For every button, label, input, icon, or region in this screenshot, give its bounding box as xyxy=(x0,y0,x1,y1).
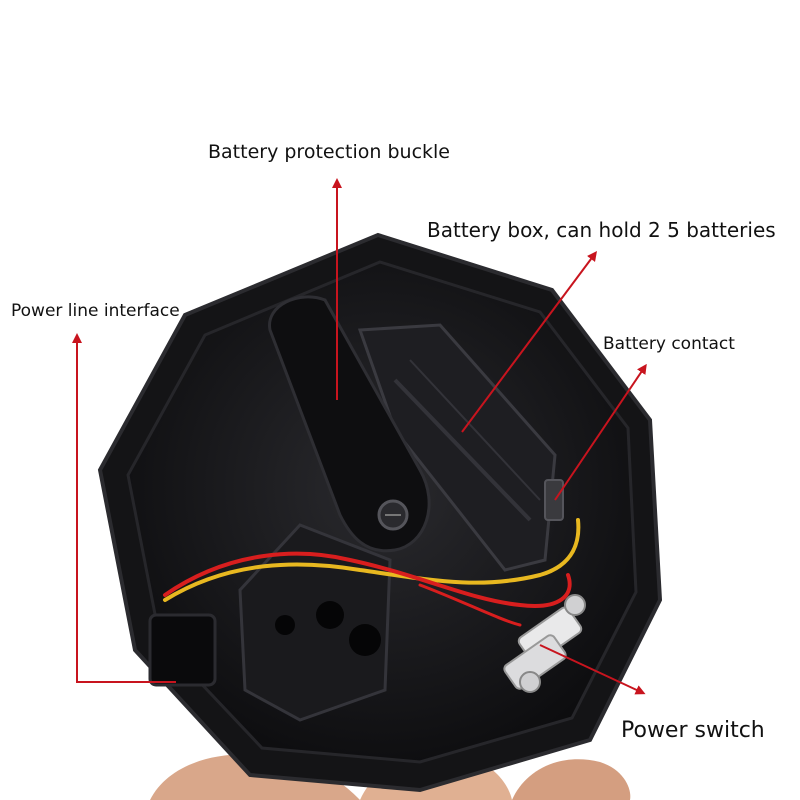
battery-contact xyxy=(544,479,564,521)
motor-bracket xyxy=(238,523,392,722)
label-battery-box: Battery box, can hold 2 5 batteries xyxy=(427,218,776,242)
label-power-line-interface: Power line interface xyxy=(11,301,180,321)
wires xyxy=(163,518,581,627)
arrow-power-line-interface xyxy=(72,333,176,683)
label-battery-contact: Battery contact xyxy=(603,334,735,354)
power-line-socket xyxy=(148,613,217,687)
power-switch xyxy=(503,594,586,693)
arrow-battery-contact xyxy=(554,363,647,501)
battery-protection-buckle xyxy=(268,295,431,553)
annotation-arrows xyxy=(72,178,647,695)
battery-box xyxy=(357,323,557,572)
label-battery-protection-buckle: Battery protection buckle xyxy=(208,141,450,163)
arrow-battery-box xyxy=(461,250,597,433)
arrow-power-switch xyxy=(539,644,646,695)
label-power-switch: Power switch xyxy=(621,718,765,743)
